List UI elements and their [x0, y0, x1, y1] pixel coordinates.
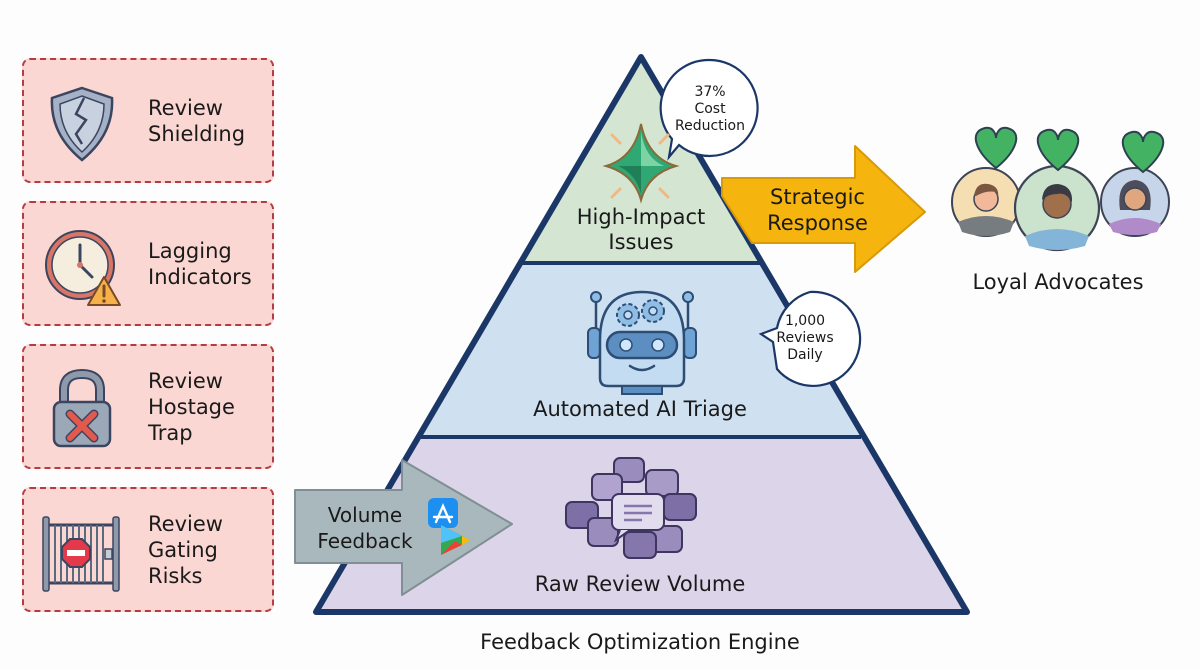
cracked-shield-icon [50, 86, 114, 162]
app-store-icon [428, 498, 458, 528]
label-line: Raw Review Volume [534, 572, 746, 596]
callout-line: 37% [694, 84, 726, 100]
advocate-avatar [1100, 167, 1170, 237]
label-line: Gating [148, 537, 218, 562]
label-line: Risks [148, 563, 203, 588]
label-line: High-Impact [576, 205, 706, 229]
gate-stop-sign-icon [42, 516, 120, 592]
cost-reduction-text: 37% Cost Reduction [668, 84, 752, 135]
label-line: Review [148, 511, 223, 536]
risk-card-review-shielding: Review Shielding [22, 58, 274, 183]
risk-card-label: Review Shielding [148, 60, 245, 181]
locked-padlock-x-icon [52, 368, 112, 448]
advocate-avatar [951, 167, 1021, 237]
robot-gears-icon [587, 290, 697, 395]
risk-card-label: Lagging Indicators [148, 203, 252, 324]
chat-bubbles-icon [565, 457, 697, 559]
risk-card-review-gating-risks: Review Gating Risks [22, 487, 274, 612]
heart-icon [1121, 130, 1165, 174]
callout-line: Reviews [776, 330, 834, 346]
heart-icon [1036, 128, 1080, 172]
label-line: Shielding [148, 121, 246, 146]
cost-reduction-callout [659, 58, 759, 161]
callout-line: 1,000 [784, 313, 826, 329]
label-line: Hostage [148, 394, 235, 419]
label-line: Response [767, 211, 868, 235]
sparkle-gem-icon [602, 123, 680, 204]
heart-icon [974, 126, 1018, 170]
reviews-daily-callout [758, 290, 862, 387]
tier-label-raw-review-volume: Raw Review Volume [490, 572, 790, 597]
tier-label-high-impact-issues: High-Impact Issues [541, 205, 741, 255]
diagram-title: Feedback Optimization Engine [480, 630, 800, 654]
callout-line: Cost [694, 101, 726, 117]
label-line: Strategic [770, 185, 865, 209]
advocate-avatar [1013, 164, 1101, 252]
loyal-advocates-group [951, 126, 1170, 252]
label-line: Lagging [148, 238, 232, 263]
volume-feedback-label: Volume Feedback [300, 502, 430, 554]
reviews-daily-text: 1,000 Reviews Daily [763, 313, 847, 364]
risk-card-label: Review Hostage Trap [148, 346, 235, 467]
risk-card-lagging-indicators: Lagging Indicators [22, 201, 274, 326]
loyal-advocates-label: Loyal Advocates [972, 270, 1144, 294]
risk-card-label: Review Gating Risks [148, 489, 223, 610]
risk-card-review-hostage-trap: Review Hostage Trap [22, 344, 274, 469]
label-line: Volume [327, 503, 403, 527]
label-line: Review [148, 368, 223, 393]
tier-label-automated-ai-triage: Automated AI Triage [490, 397, 790, 422]
label-line: Trap [148, 420, 193, 445]
google-play-icon [441, 525, 470, 555]
clock-warning-icon [45, 230, 121, 306]
volume-feedback-arrow [294, 459, 513, 596]
label-line: Issues [608, 230, 674, 254]
label-line: Feedback [317, 529, 413, 553]
strategic-response-label: Strategic Response [750, 184, 885, 236]
strategic-response-arrow [721, 145, 926, 273]
callout-line: Daily [787, 347, 823, 363]
label-line: Indicators [148, 264, 252, 289]
label-line: Automated AI Triage [533, 397, 747, 421]
callout-line: Reduction [675, 118, 745, 134]
label-line: Review [148, 95, 223, 120]
